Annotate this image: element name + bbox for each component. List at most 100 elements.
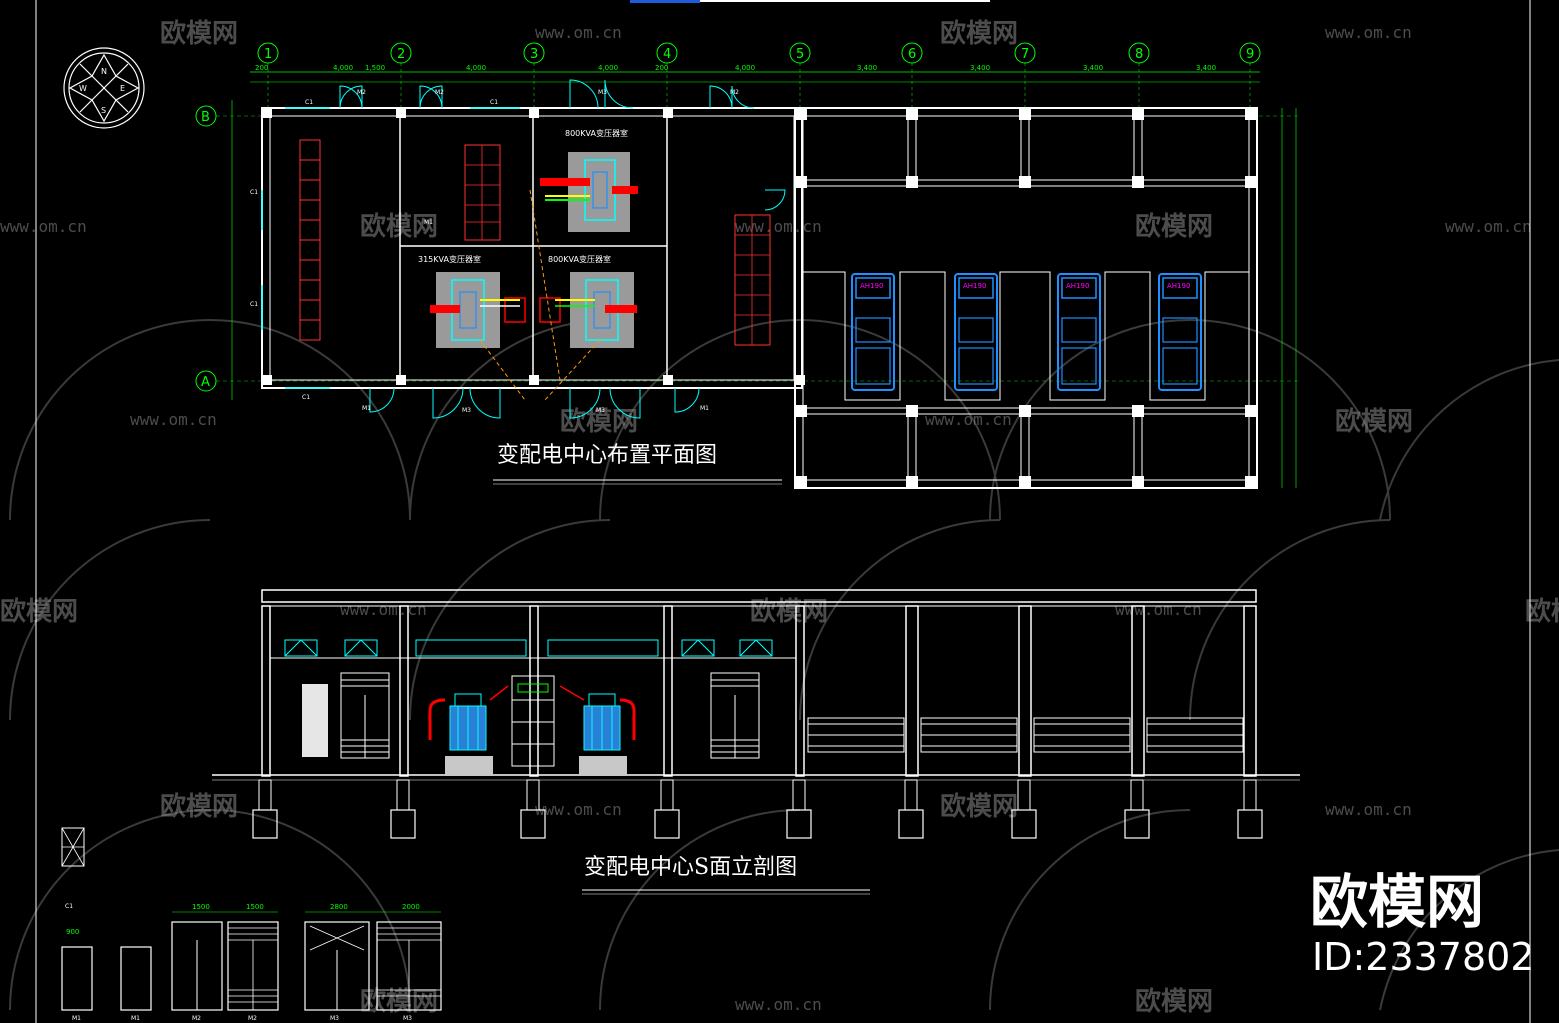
grid-column-label: 5 xyxy=(796,47,804,62)
legend-m1-label: M1 xyxy=(72,1015,81,1022)
section-transformer-left xyxy=(428,685,509,776)
watermark-url: www.om.cn xyxy=(535,23,622,42)
foundation-pier xyxy=(1011,779,1037,839)
dimension-label: 4,000 xyxy=(466,64,486,72)
legend-dim: 1500 xyxy=(192,903,210,911)
watermark-brand: 欧模网 xyxy=(0,596,78,627)
watermark-url: www.om.cn xyxy=(1115,600,1202,619)
vehicle-icon: AH190 xyxy=(1158,273,1202,391)
dimension-label: 3,400 xyxy=(1083,64,1103,72)
door-m2-label: M2 xyxy=(435,89,444,96)
door-m1-label: M1 xyxy=(700,405,709,412)
vehicle-icon: AH190 xyxy=(851,273,895,391)
window-c1-label: C1 xyxy=(302,394,310,401)
watermark-layer: 欧模网 欧模网 www.om.cn www.om.cn 欧模网 欧模网 www.… xyxy=(0,18,1559,1017)
dimension-label: 200 xyxy=(655,64,668,72)
legend-m3-label: M3 xyxy=(330,1015,339,1022)
switchgear-row-mid-divs xyxy=(465,145,500,240)
room-800kva-bottom-label: 800KVA变压器室 xyxy=(548,254,611,264)
switchgear-row-left xyxy=(299,139,321,341)
substation-outer-wall xyxy=(261,107,803,389)
dimension-label: 4,000 xyxy=(735,64,755,72)
grid-column-label: 8 xyxy=(1135,47,1143,62)
watermark-url: www.om.cn xyxy=(1445,217,1532,236)
cable-leaders xyxy=(479,189,601,401)
section-view: 变配电中心S面立剖图 xyxy=(212,589,1300,895)
foundation-pier xyxy=(252,779,278,839)
grid-row-b-label: B xyxy=(201,110,210,125)
compass-w: W xyxy=(79,84,87,93)
vehicle-label: AH190 xyxy=(1167,282,1190,290)
watermark-brand: 欧模网 xyxy=(1525,596,1559,627)
door-m1-label: M1 xyxy=(424,219,433,226)
grid-column-label: 1 xyxy=(264,47,272,62)
window-c1-label: C1 xyxy=(305,99,313,106)
section-louver-door-1 xyxy=(340,672,390,759)
watermark-url: www.om.cn xyxy=(1325,23,1412,42)
watermark-url: www.om.cn xyxy=(925,410,1012,429)
watermark-url: www.om.cn xyxy=(0,217,87,236)
vehicle-label: AH190 xyxy=(1066,282,1089,290)
grid-column-label: 4 xyxy=(663,47,671,62)
watermark-brand: 欧模网 xyxy=(560,406,638,437)
watermark-brand: 欧模网 xyxy=(1135,986,1213,1017)
canopy-columns xyxy=(795,108,1257,488)
dimension-label: 4,000 xyxy=(333,64,353,72)
watermark-url: www.om.cn xyxy=(130,410,217,429)
legend-m2-label: M2 xyxy=(248,1015,257,1022)
legend-dim: 1500 xyxy=(246,903,264,911)
door-m3-label: M3 xyxy=(596,407,605,414)
section-switchgear-mid xyxy=(511,675,555,767)
vehicle-label: AH190 xyxy=(963,282,986,290)
vehicle-icon: AH190 xyxy=(1057,273,1101,391)
section-cabinet xyxy=(302,684,328,757)
compass-e: E xyxy=(120,84,125,93)
viewport-top-tab xyxy=(630,0,700,3)
section-high-windows xyxy=(284,639,773,657)
window-c1-group xyxy=(261,107,520,389)
watermark-brand: 欧模网 xyxy=(160,791,238,822)
watermark-brand: 欧模网 xyxy=(1335,406,1413,437)
legend-m2-label: M2 xyxy=(192,1015,201,1022)
grid-column-label: 6 xyxy=(908,47,916,62)
watermark-url: www.om.cn xyxy=(535,800,622,819)
window-c1-label: C1 xyxy=(490,99,498,106)
grid-column-label: 3 xyxy=(530,47,538,62)
dimension-label: 3,400 xyxy=(1196,64,1216,72)
foundation-pier xyxy=(520,779,546,839)
transformer-315kva xyxy=(430,272,526,348)
section-title: 变配电中心S面立剖图 xyxy=(584,855,797,880)
plan-title: 变配电中心布置平面图 xyxy=(497,443,717,468)
watermark-url: www.om.cn xyxy=(1325,800,1412,819)
substation-inner-wall xyxy=(269,115,795,381)
legend-dim: 2800 xyxy=(330,903,348,911)
section-roof xyxy=(261,589,1257,603)
watermark-brand: 欧模网 xyxy=(160,18,238,49)
dimension-label: 200 xyxy=(255,64,268,72)
room-315kva-label: 315KVA变压器室 xyxy=(418,254,481,264)
switchgear-row-right-divs xyxy=(735,215,770,345)
dimension-label: 4,000 xyxy=(598,64,618,72)
door-m2-label: M2 xyxy=(357,89,366,96)
watermark-brand: 欧模网 xyxy=(360,986,438,1017)
room-800kva-top-label: 800KVA变压器室 xyxy=(565,128,628,138)
watermark-url: www.om.cn xyxy=(735,217,822,236)
watermark-arcs xyxy=(9,319,1559,1011)
door-m1-label: M1 xyxy=(362,405,371,412)
brand-id-text: ID:2337802 xyxy=(1312,935,1535,979)
section-foundations xyxy=(252,779,1263,839)
watermark-brand: 欧模网 xyxy=(940,791,1018,822)
door-window-legend: C1 M1 M1 M2 M2 M3 M3 1500 1500 2800 xyxy=(61,827,442,1022)
legend-dim: 900 xyxy=(66,928,79,936)
grid-column-label: 7 xyxy=(1021,47,1029,62)
brand-logo-text: 欧模网 xyxy=(1310,868,1484,936)
transformer-800kva-bottom xyxy=(539,272,637,348)
section-walls xyxy=(261,605,1257,777)
legend-c1-label: C1 xyxy=(65,903,73,910)
watermark-brand: 欧模网 xyxy=(1135,211,1213,242)
foundation-pier xyxy=(390,779,416,839)
watermark-brand: 欧模网 xyxy=(940,18,1018,49)
dimension-label: 3,400 xyxy=(857,64,877,72)
